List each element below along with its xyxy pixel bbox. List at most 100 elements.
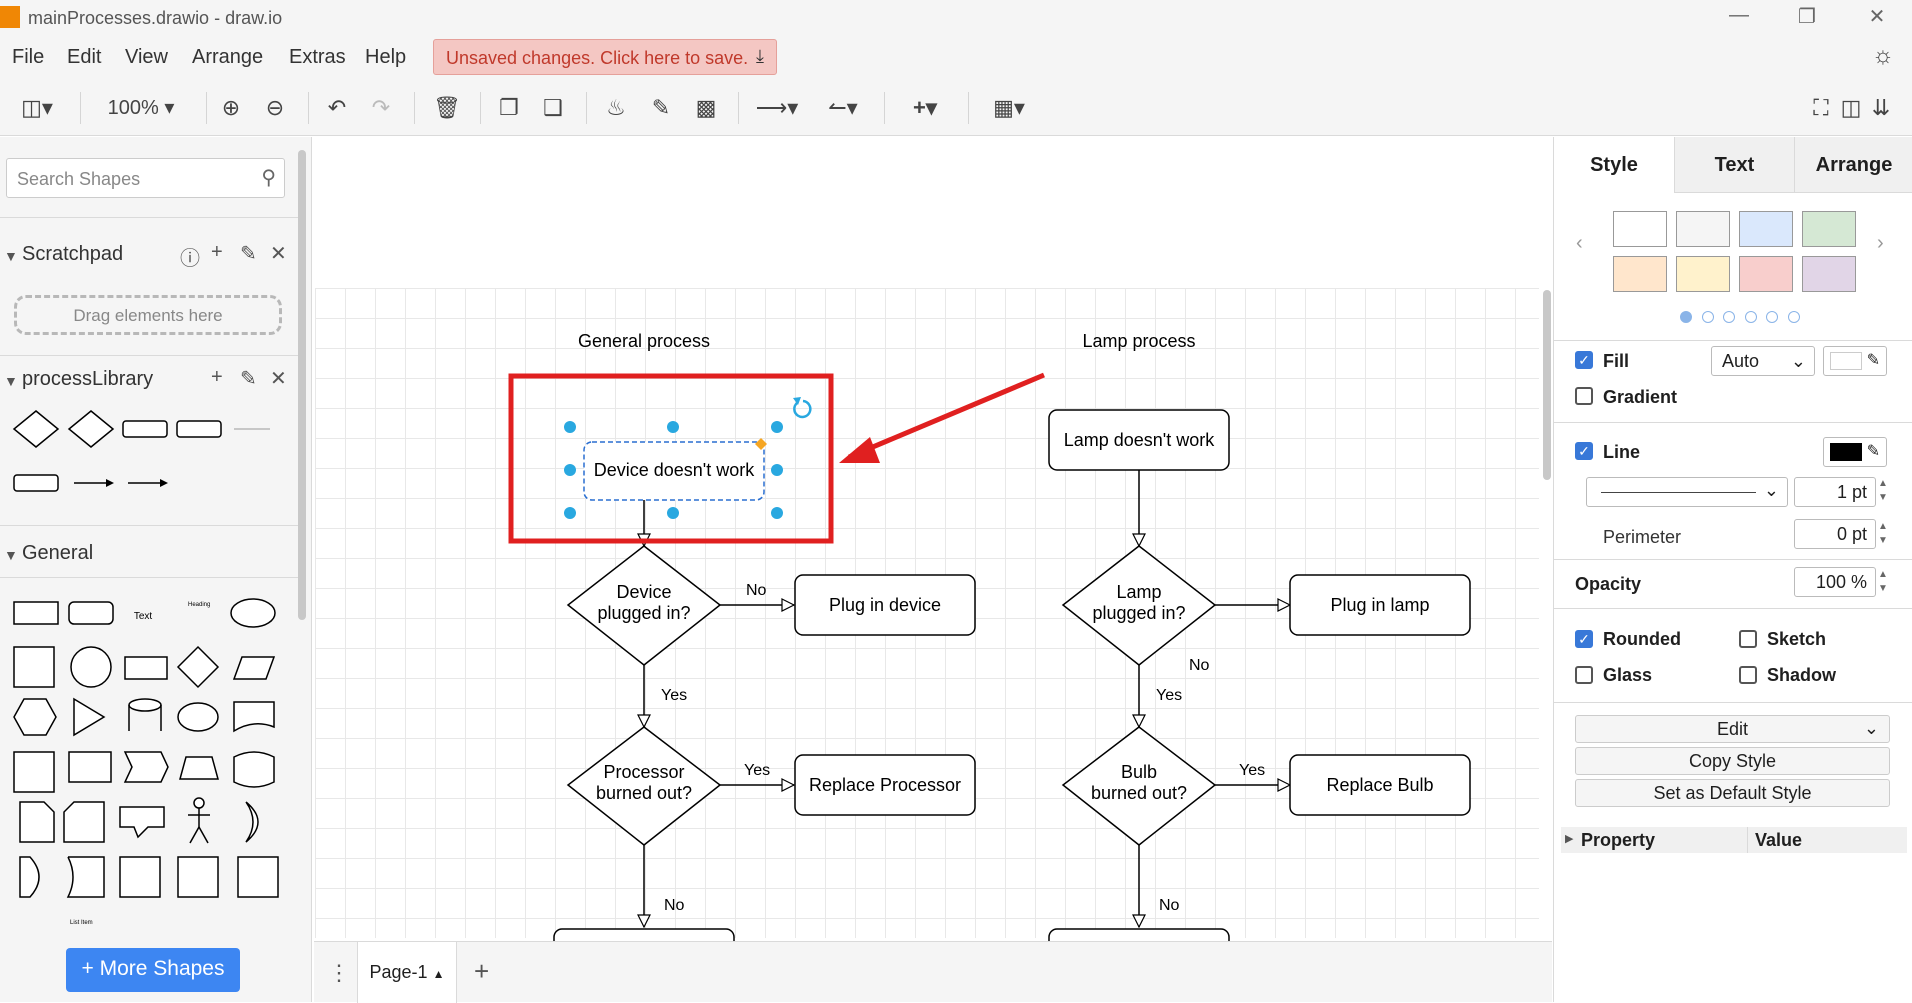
insert-icon[interactable]: +▾ [913,95,937,120]
chevron-down-icon[interactable]: ▼ [4,248,18,264]
tab-arrange[interactable]: Arrange [1794,137,1912,193]
style-swatch[interactable] [1739,211,1793,247]
glass-checkbox[interactable] [1575,666,1593,684]
table-icon[interactable]: ▦▾ [993,95,1025,120]
line-style-select[interactable]: ⌄ [1586,477,1788,507]
perimeter-input[interactable]: 0 pt [1794,519,1876,549]
menu-file[interactable]: File [12,46,45,68]
sidebar-scrollbar[interactable] [298,150,306,620]
page-tab-label: Page-1 [369,962,428,982]
minimize-icon[interactable]: — [1729,4,1749,26]
more-shapes-button[interactable]: + More Shapes [66,948,240,992]
edit-icon[interactable]: ✎ [240,368,257,390]
style-swatch[interactable] [1676,211,1730,247]
zoom-select[interactable]: 100% ▾ [107,97,175,119]
style-swatch[interactable] [1739,256,1793,292]
collapse-icon[interactable]: ⇊ [1871,95,1891,120]
perimeter-stepper[interactable]: ▲▼ [1878,521,1888,546]
menu-view[interactable]: View [125,46,168,68]
search-input[interactable]: Search Shapes ⚲ [6,158,285,198]
format-panel-icon[interactable]: ◫▾ [21,95,53,120]
chevron-left-icon[interactable]: ‹ [1576,232,1583,254]
corner-handle-icon[interactable] [755,438,767,450]
library-shapes[interactable] [8,407,298,517]
menu-extras[interactable]: Extras [289,46,346,68]
close-icon[interactable]: ✕ [270,368,287,390]
page-tab[interactable]: Page-1 ▲ [357,942,457,1003]
diagram[interactable]: General process Lamp process Device does… [314,137,1552,941]
swatch-page-dot[interactable] [1788,311,1800,323]
fill-color-picker[interactable]: ✎ [1823,346,1887,376]
canvas-vertical-scrollbar[interactable] [1543,290,1551,480]
add-page-icon[interactable]: + [474,956,490,986]
fill-mode-select[interactable]: Auto⌄ [1711,346,1815,376]
opacity-stepper[interactable]: ▲▼ [1878,569,1888,594]
swatch-page-dot[interactable] [1680,311,1692,323]
line-width-stepper[interactable]: ▲▼ [1878,478,1888,503]
copy-style-button[interactable]: Copy Style [1575,747,1890,775]
opacity-input[interactable]: 100 % [1794,567,1876,597]
zoom-out-icon[interactable]: ⊖ [265,95,285,120]
toggle-panel-icon[interactable]: ◫ [1840,95,1862,120]
general-title[interactable]: General [22,542,94,564]
fill-checkbox[interactable]: ✓ [1575,351,1593,369]
waypoints-icon[interactable]: ↼▾ [828,95,858,120]
style-swatch[interactable] [1802,211,1856,247]
rounded-checkbox[interactable]: ✓ [1575,630,1593,648]
menu-arrange[interactable]: Arrange [192,46,264,68]
line-color-picker[interactable]: ✎ [1823,437,1887,467]
zoom-in-icon[interactable]: ⊕ [221,95,241,120]
style-swatch[interactable] [1613,256,1667,292]
swatch-page-dot[interactable] [1745,311,1757,323]
scratchpad-drop-zone[interactable]: Drag elements here [14,295,282,335]
fullscreen-icon[interactable]: ⛶ [1813,95,1829,120]
set-default-style-button[interactable]: Set as Default Style [1575,779,1890,807]
undo-icon[interactable]: ↶ [327,95,347,120]
chevron-right-icon[interactable]: › [1877,232,1884,254]
restore-icon[interactable]: ❐ [1798,6,1816,28]
shadow-icon[interactable]: ▩ [695,95,717,120]
close-icon[interactable]: ✕ [270,243,287,265]
close-icon[interactable]: ✕ [1868,6,1886,28]
theme-sun-icon[interactable]: ☼ [1872,42,1894,69]
chevron-down-icon[interactable]: ▼ [4,547,18,563]
tab-style[interactable]: Style [1554,137,1674,193]
chevron-down-icon[interactable]: ▼ [4,373,18,389]
swatch-page-dot[interactable] [1723,311,1735,323]
library-title[interactable]: processLibrary [22,368,154,390]
style-swatch[interactable] [1676,256,1730,292]
line-width-input[interactable]: 1 pt [1794,477,1876,507]
unsaved-changes-button[interactable]: Unsaved changes. Click here to save. ⤓ [433,39,777,75]
help-icon[interactable]: ⓘ [180,248,200,270]
redo-icon[interactable]: ↷ [371,95,391,120]
sketch-checkbox[interactable] [1739,630,1757,648]
diagram-canvas[interactable]: General process Lamp process Device does… [314,137,1552,952]
to-back-icon[interactable]: ❑ [543,95,563,120]
edit-icon[interactable]: ✎ [240,243,257,265]
line-color-icon[interactable]: ✎ [651,95,671,120]
tab-text[interactable]: Text [1674,137,1794,193]
shadow-checkbox[interactable] [1739,666,1757,684]
connection-icon[interactable]: ⟶▾ [755,95,799,120]
rotate-handle-icon[interactable] [793,399,812,419]
to-front-icon[interactable]: ❐ [499,95,519,120]
style-swatch[interactable] [1613,211,1667,247]
general-shapes[interactable]: Text Heading List Item [8,587,298,927]
gradient-checkbox[interactable] [1575,387,1593,405]
page-menu-icon[interactable]: ⋮ [328,960,350,985]
swatch-page-dot[interactable] [1702,311,1714,323]
add-icon[interactable]: + [211,241,223,263]
fill-color-icon[interactable]: ♨ [606,95,626,120]
node-device-doesnt-work: Device doesn't work [594,460,756,480]
menu-edit[interactable]: Edit [67,46,102,68]
style-swatch[interactable] [1802,256,1856,292]
line-checkbox[interactable]: ✓ [1575,442,1593,460]
triangle-right-icon[interactable]: ▶ [1565,833,1574,845]
selection-handles[interactable] [564,421,783,519]
delete-icon[interactable]: 🗑 [433,95,461,120]
swatch-page-dot[interactable] [1766,311,1778,323]
menu-help[interactable]: Help [365,46,407,68]
add-icon[interactable]: + [211,366,223,388]
edit-style-button[interactable]: Edit⌄ [1575,715,1890,743]
scratchpad-title[interactable]: Scratchpad [22,243,124,265]
